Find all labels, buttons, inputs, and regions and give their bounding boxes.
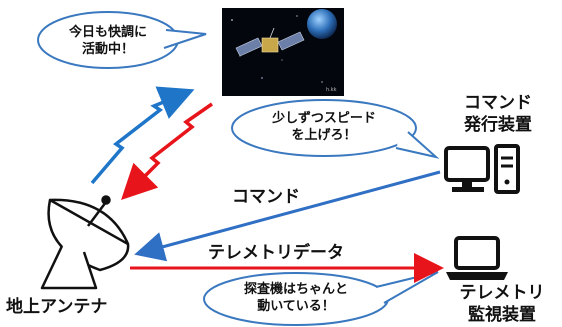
ground-antenna-label: 地上アンテナ: [6, 297, 108, 317]
command-computer-icon: [444, 144, 520, 194]
satellite-speech-bubble: [37, 11, 207, 69]
command-arrow: [134, 170, 441, 262]
telemetry-laptop-icon: [446, 236, 508, 280]
telemetry-flow-label: テレメトリデータ: [208, 243, 344, 263]
monitor-bubble-line-1: 探査機はちゃんと: [243, 282, 348, 297]
command-station-label-line-2: 発行装置: [464, 115, 532, 135]
spacecraft: [235, 27, 305, 57]
monitor-bubble-line-2: 動いている！: [257, 299, 335, 314]
downlink-signal-arrow: [121, 102, 213, 200]
uplink-signal-arrow: [90, 86, 195, 185]
satellite-bubble-line-2: 活動中！: [81, 42, 134, 57]
command-station-label: コマンド 発行装置: [448, 92, 548, 136]
command-bubble-text: 少しずつスピード を上げろ！: [254, 110, 394, 144]
command-bubble-line-1: 少しずつスピード: [272, 111, 376, 126]
spacecraft-image: h.kk: [222, 8, 344, 96]
telemetry-monitor-label-line-1: テレメトリ: [459, 283, 545, 303]
planet: [307, 9, 337, 39]
command-flow-label: コマンド: [232, 187, 300, 207]
spacecraft-illustration: h.kk: [222, 8, 344, 96]
monitor-speech-bubble: [203, 271, 439, 326]
monitor-bubble-text: 探査機はちゃんと 動いている！: [226, 281, 366, 315]
command-bubble-line-2: を上げろ！: [291, 128, 357, 143]
telemetry-monitor-label: テレメトリ 監視装置: [444, 282, 560, 326]
satellite-bubble-text: 今日も快調に 活動中！: [58, 24, 158, 58]
satellite-bubble-line-1: 今日も快調に: [68, 25, 147, 40]
telemetry-monitor-label-line-2: 監視装置: [468, 305, 536, 325]
command-speech-bubble: [231, 99, 440, 159]
command-station-label-line-1: コマンド: [464, 93, 532, 113]
ground-antenna-icon: [40, 195, 130, 290]
image-signature: h.kk: [326, 87, 337, 93]
